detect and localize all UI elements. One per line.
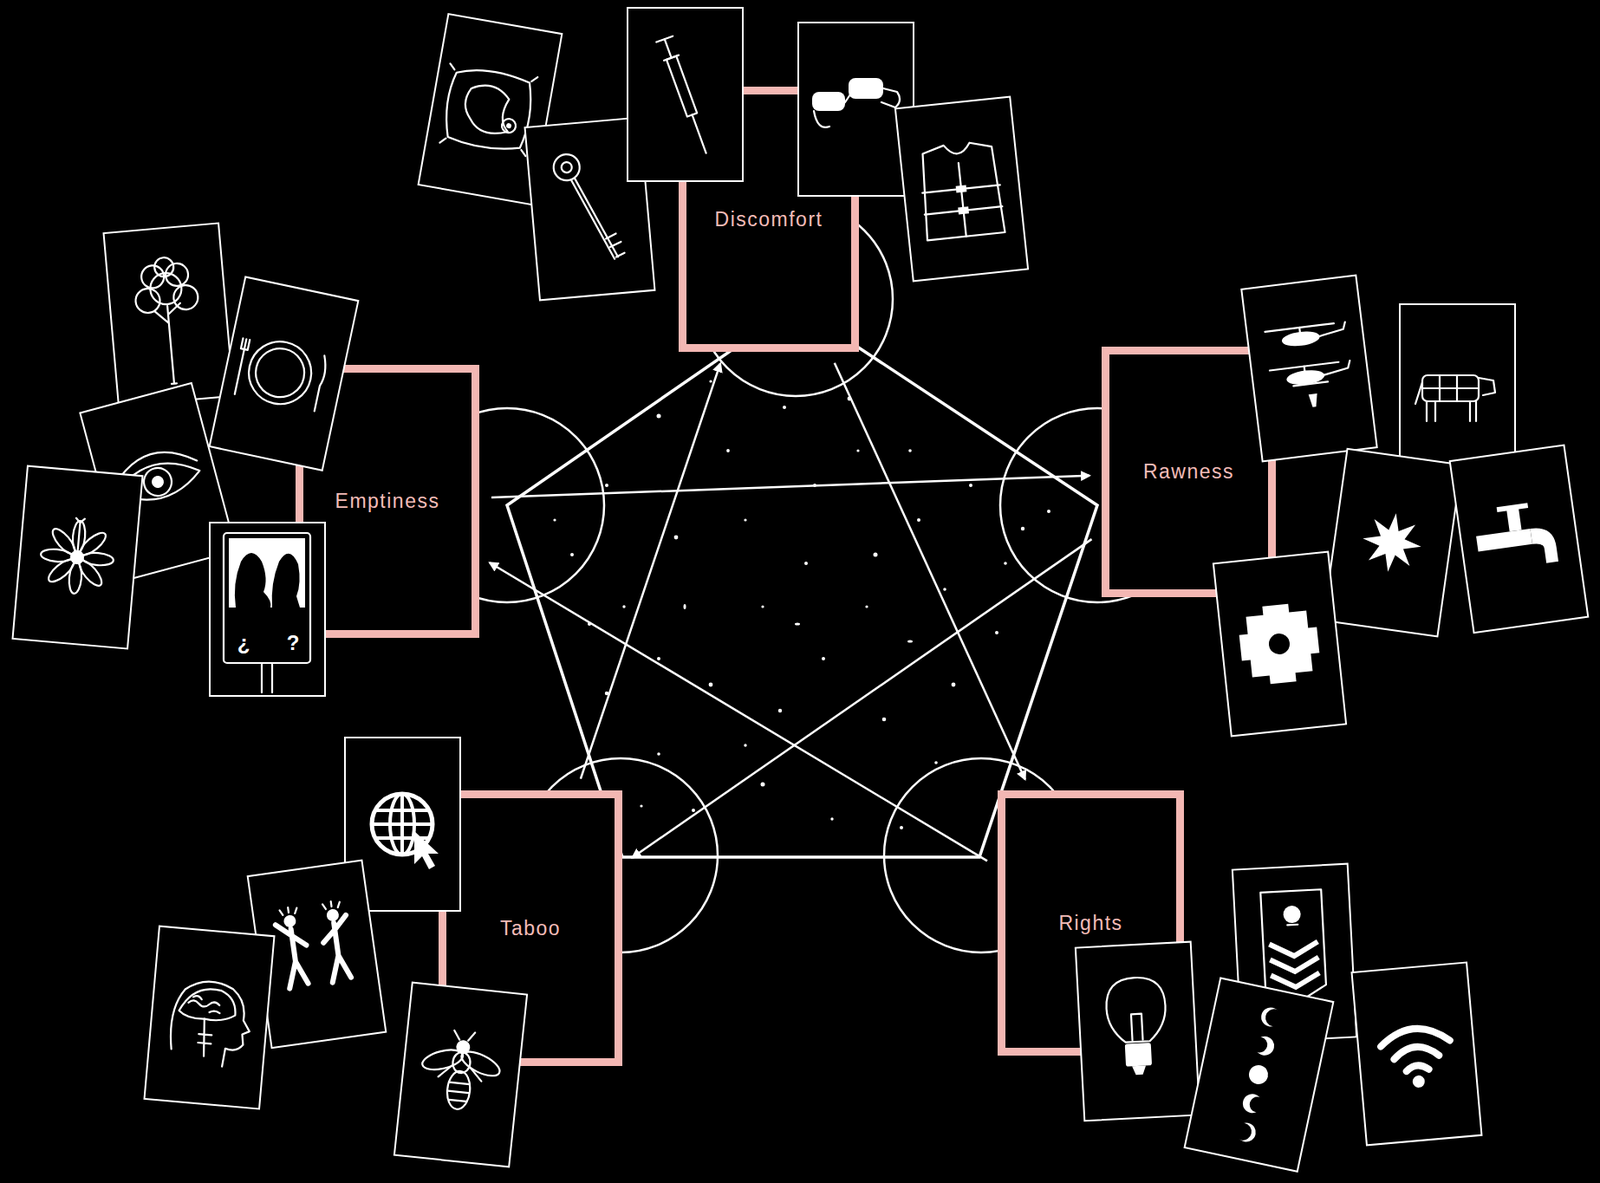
- star-card: [1323, 448, 1463, 638]
- speckles: [552, 344, 1051, 830]
- life-vest-card: [895, 97, 1028, 282]
- star-arrow: [834, 363, 1026, 781]
- light-bulb-card: [1075, 942, 1200, 1122]
- category-label: Rights: [1054, 910, 1126, 937]
- sign-glyph: ¿: [237, 630, 251, 656]
- star-arrow: [580, 363, 721, 779]
- category-label: Emptiness: [331, 487, 444, 515]
- plate-card: [209, 276, 359, 470]
- label-holder: ?: [286, 630, 300, 656]
- label-holder: ¿: [237, 630, 251, 656]
- sign-glyph: ?: [286, 630, 300, 656]
- syringe-card: [627, 7, 743, 182]
- brain-head-card: [144, 926, 275, 1110]
- moon-phases-card: [1184, 977, 1334, 1171]
- star-arrow: [491, 475, 1090, 498]
- bee-card: [394, 982, 527, 1168]
- cow-card: [1399, 304, 1516, 478]
- category-label: Taboo: [496, 915, 565, 943]
- category-label: Discomfort: [711, 206, 827, 234]
- sign-card: [209, 522, 326, 696]
- tap-card: [1450, 445, 1589, 634]
- flower-card: [13, 466, 144, 650]
- pentagon: [507, 305, 1098, 858]
- wifi-card: [1352, 962, 1483, 1146]
- gear-card: [1213, 552, 1347, 737]
- category-label: Rawness: [1139, 458, 1238, 486]
- tree-card: [104, 223, 235, 407]
- helicopter-card: [1241, 275, 1377, 462]
